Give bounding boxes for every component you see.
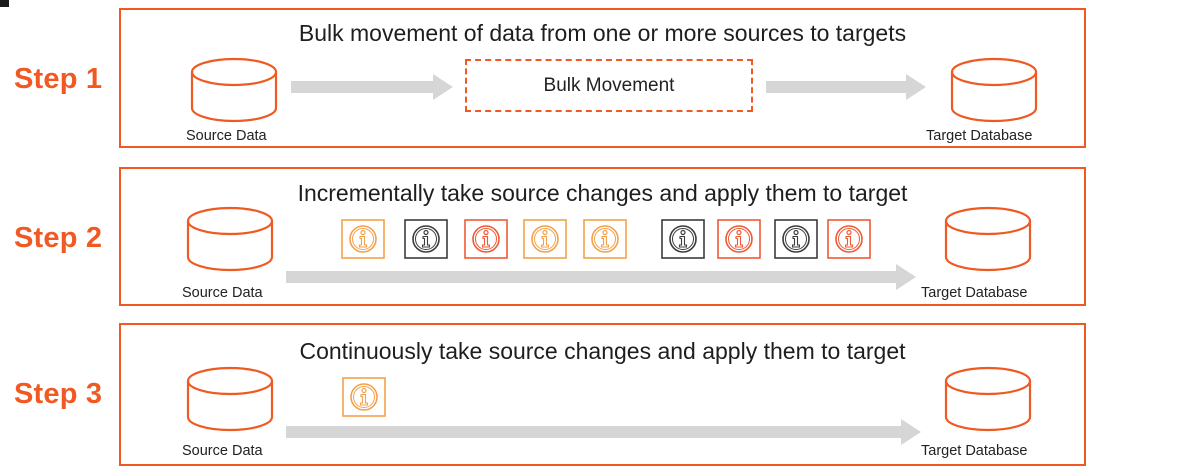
- info-icon: [717, 219, 761, 259]
- target-database-icon: [949, 56, 1039, 124]
- arrow-to-target: [766, 74, 926, 100]
- info-icon: [464, 219, 508, 259]
- step-1-title: Bulk movement of data from one or more s…: [298, 20, 907, 46]
- info-icon: [774, 219, 818, 259]
- info-icon: [341, 219, 385, 259]
- info-icon: [523, 219, 567, 259]
- corner-mark: [0, 0, 9, 7]
- source-data-label: Source Data: [186, 128, 267, 144]
- source-database-icon: [189, 56, 279, 124]
- step-3-label: Step 3: [14, 378, 103, 410]
- info-icon: [583, 219, 627, 259]
- step-3-panel: Continuously take source changes and app…: [119, 323, 1086, 466]
- source-data-label: Source Data: [182, 285, 263, 301]
- info-icon: [342, 377, 386, 417]
- bulk-movement-box: Bulk Movement: [465, 59, 753, 112]
- step-1-label: Step 1: [14, 63, 103, 95]
- step-2-label: Step 2: [14, 222, 103, 254]
- apply-changes-arrow: [286, 264, 916, 290]
- target-database-icon: [943, 205, 1033, 273]
- source-data-label: Source Data: [182, 443, 263, 459]
- info-icon: [404, 219, 448, 259]
- target-database-label: Target Database: [921, 443, 1028, 459]
- target-database-label: Target Database: [926, 128, 1033, 144]
- apply-changes-arrow: [286, 419, 921, 445]
- info-icon: [827, 219, 871, 259]
- step-2-panel: Incrementally take source changes and ap…: [119, 167, 1086, 306]
- step-2-title: Incrementally take source changes and ap…: [297, 180, 908, 206]
- step-1-panel: Bulk movement of data from one or more s…: [119, 8, 1086, 148]
- source-database-icon: [185, 365, 275, 433]
- info-icon: [661, 219, 705, 259]
- step-3-title: Continuously take source changes and app…: [299, 338, 906, 364]
- source-database-icon: [185, 205, 275, 273]
- target-database-label: Target Database: [921, 285, 1028, 301]
- arrow-to-bulk: [291, 74, 453, 100]
- target-database-icon: [943, 365, 1033, 433]
